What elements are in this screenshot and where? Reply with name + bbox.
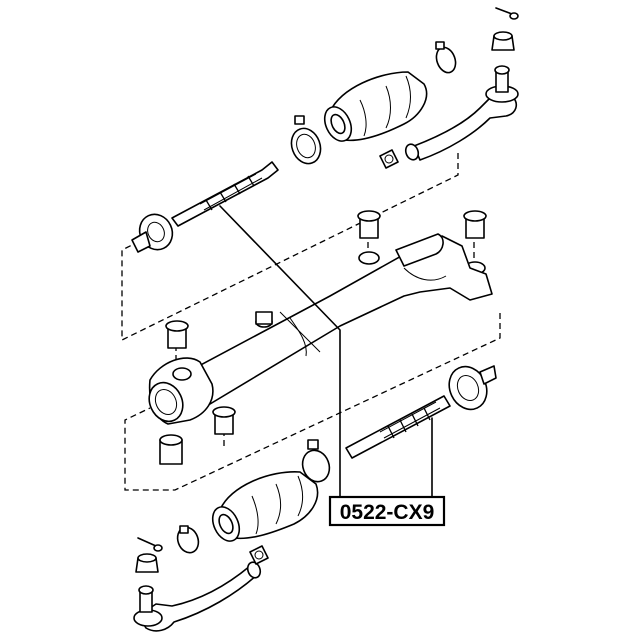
upper-castle-nut [491, 31, 515, 51]
lower-boot-large-clamp [301, 439, 331, 483]
upper-boot-large-clamp [290, 115, 322, 165]
lower-boot-small-clamp [176, 525, 200, 554]
lower-boot [211, 471, 319, 542]
rack-housing [148, 233, 493, 425]
lower-cotter-pin [137, 537, 163, 552]
lower-tie-rod-end [133, 561, 262, 632]
lower-mount-bushing-right [212, 406, 236, 435]
upper-boot [323, 71, 428, 142]
lower-inner-tie-rod [345, 365, 497, 459]
part-number-label: 0522-CX9 [328, 495, 446, 527]
part-number-text: 0522-CX9 [340, 501, 435, 524]
upper-mount-bushing-left [357, 210, 381, 265]
upper-inner-tie-rod [131, 161, 279, 253]
upper-tie-rod-end [404, 65, 519, 161]
part-number-box [328, 495, 446, 527]
upper-cotter-pin [495, 7, 519, 20]
lower-mount-bushing-left-top [165, 320, 189, 349]
upper-boot-small-clamp [435, 41, 457, 74]
lower-lock-nut [249, 545, 269, 565]
lower-castle-nut [135, 553, 159, 573]
upper-mount-bushing-right [463, 210, 487, 275]
upper-lock-nut [379, 149, 399, 169]
lower-mount-bushing-left-bottom [159, 434, 183, 465]
